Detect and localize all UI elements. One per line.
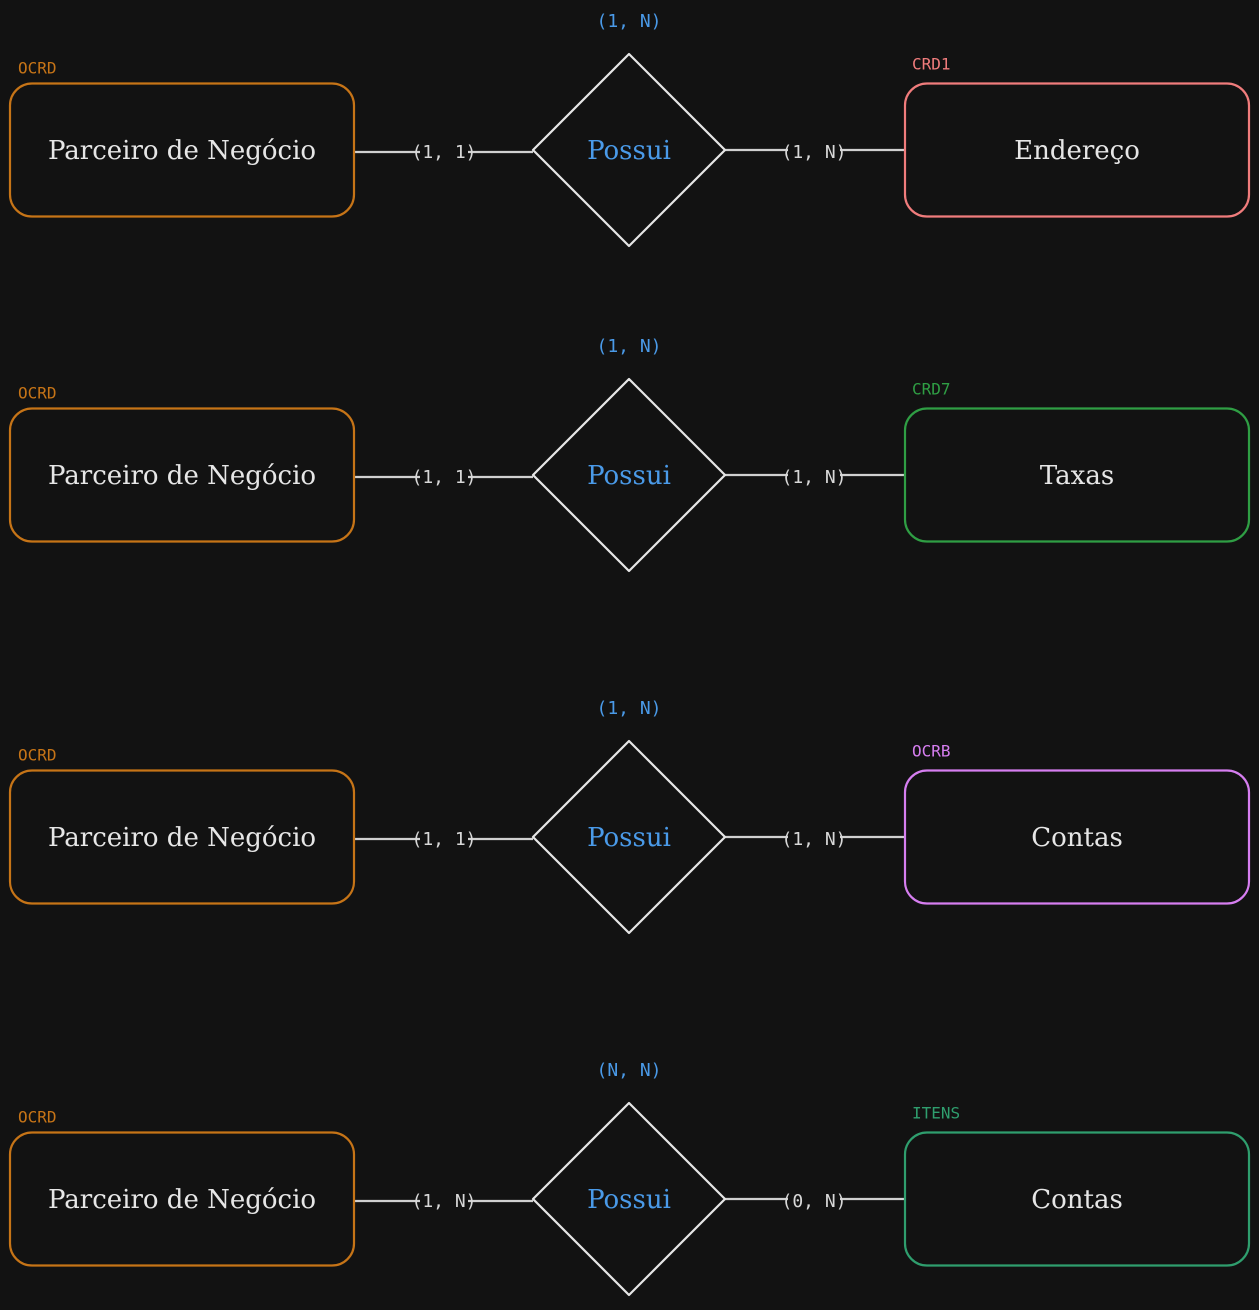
diagram-rows: (1, 1)(1, N)Parceiro de NegócioOCRDPossu… — [8, 11, 1251, 1297]
right-cardinality-label: (1, N) — [781, 467, 846, 488]
left-entity-table-label: OCRD — [18, 1108, 57, 1127]
left-cardinality-bg — [420, 825, 468, 851]
right-entity-table-label: CRD7 — [912, 380, 951, 399]
right-cardinality-bg — [788, 1187, 840, 1213]
left-cardinality-label: (1, 1) — [411, 467, 476, 488]
left-entity-box — [8, 82, 356, 218]
relationship-cardinality: (1, N) — [596, 11, 661, 32]
right-entity-table-label: CRD1 — [912, 55, 951, 74]
relationship-cardinality: (1, N) — [596, 336, 661, 357]
relationship-row-1: (1, 1) (1, N) Parceiro de Negócio OCRD Possu… — [8, 11, 1251, 248]
relationship-name: Possui — [587, 136, 671, 166]
right-cardinality-label: (1, N) — [781, 829, 846, 850]
relationship-row-4: (1, N) (0, N) Parceiro de Negócio OCRD Possu… — [8, 1060, 1251, 1297]
relationship-name: Possui — [587, 1185, 671, 1215]
left-entity-table-label: OCRD — [18, 384, 57, 403]
relationship-cardinality: (N, N) — [596, 1060, 661, 1081]
relationship-cardinality: (1, N) — [596, 698, 661, 719]
left-entity-name: Parceiro de Negócio — [48, 136, 316, 166]
left-entity-name: Parceiro de Negócio — [48, 1185, 316, 1215]
relationship-diamond — [531, 52, 727, 248]
left-entity-box — [8, 407, 356, 543]
left-entity-box — [8, 1131, 356, 1267]
relationship-diamond — [531, 1101, 727, 1297]
left-cardinality-bg — [420, 1187, 468, 1213]
right-entity-name: Contas — [1031, 1185, 1123, 1215]
left-entity-table-label: OCRD — [18, 746, 57, 765]
right-entity-table-label: ITENS — [912, 1104, 960, 1123]
right-entity-table-label: OCRB — [912, 742, 951, 761]
left-cardinality-bg — [420, 463, 468, 489]
relationship-diamond — [531, 377, 727, 573]
relationship-name: Possui — [587, 461, 671, 491]
left-cardinality-bg — [420, 138, 468, 164]
right-cardinality-label: (0, N) — [781, 1191, 846, 1212]
left-cardinality-label: (1, 1) — [411, 142, 476, 163]
relationship-diamond — [531, 739, 727, 935]
right-entity-box — [903, 1131, 1251, 1267]
relationship-row-2: (1, 1) (1, N) Parceiro de Negócio OCRD Possu… — [8, 336, 1251, 573]
right-entity-name: Contas — [1031, 823, 1123, 853]
relationship-row-3: (1, 1) (1, N) Parceiro de Negócio OCRD Possu… — [8, 698, 1251, 935]
right-cardinality-bg — [788, 138, 840, 164]
right-entity-box — [903, 82, 1251, 218]
left-cardinality-label: (1, N) — [411, 1191, 476, 1212]
right-entity-name: Endereço — [1014, 136, 1140, 166]
left-entity-name: Parceiro de Negócio — [48, 823, 316, 853]
left-cardinality-label: (1, 1) — [411, 829, 476, 850]
relationship-name: Possui — [587, 823, 671, 853]
right-cardinality-bg — [788, 825, 840, 851]
right-cardinality-label: (1, N) — [781, 142, 846, 163]
right-cardinality-bg — [788, 463, 840, 489]
right-entity-box — [903, 407, 1251, 543]
left-entity-name: Parceiro de Negócio — [48, 461, 316, 491]
left-entity-table-label: OCRD — [18, 59, 57, 78]
right-entity-name: Taxas — [1040, 461, 1114, 491]
left-entity-box — [8, 769, 356, 905]
right-entity-box — [903, 769, 1251, 905]
